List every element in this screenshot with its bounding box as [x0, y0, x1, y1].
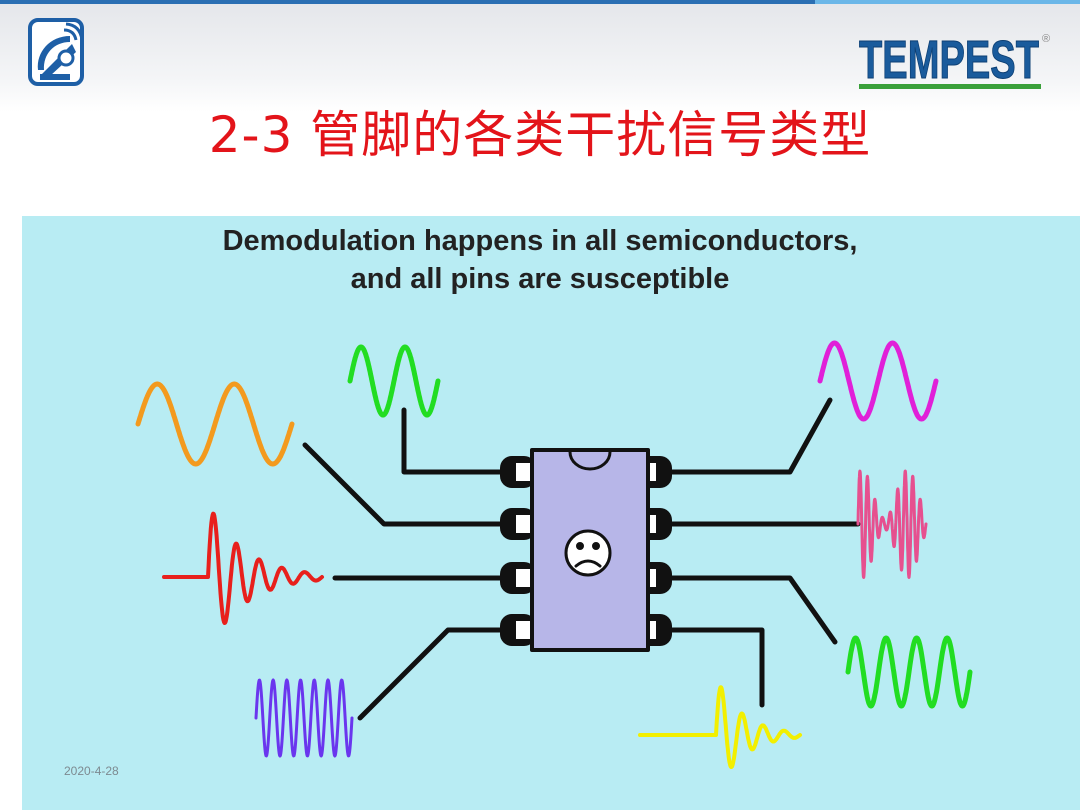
wave-purple-high-frequency [254, 678, 354, 758]
tempest-logo-underline [859, 84, 1041, 89]
lead-wires [302, 397, 861, 721]
wave-magenta-sine [817, 340, 939, 422]
chip-pin-left-3 [500, 562, 536, 594]
wire-right-pin-3 [655, 575, 838, 645]
wave-mixed-high-frequency [856, 469, 928, 579]
satellite-dish-logo-icon [28, 18, 84, 86]
wire-right-pin-4 [655, 627, 765, 708]
slide-title: 2-3 管脚的各类干扰信号类型 [208, 106, 872, 164]
tempest-logo: TEMPEST ® [859, 30, 1051, 91]
slide-date: 2020-4-28 [64, 764, 119, 778]
wave-yellow-pulse [638, 685, 802, 769]
diagram-caption: Demodulation happens in all semiconducto… [0, 222, 1080, 298]
chip-pin-left-2 [500, 508, 536, 540]
caption-line-2: and all pins are susceptible [350, 263, 730, 295]
ic-chip-notch [568, 450, 612, 471]
wire-left-pin-4 [357, 627, 515, 721]
sad-face-icon [564, 529, 612, 577]
wave-red-pulse [162, 511, 324, 625]
chip-pin-left-1 [500, 456, 536, 488]
tempest-logo-text: TEMPEST [859, 30, 1039, 90]
registered-mark: ® [1042, 33, 1050, 45]
top-accent-line [0, 0, 815, 4]
header-band [0, 0, 1080, 112]
wave-green-sine [347, 344, 441, 418]
wire-left-pin-1 [401, 407, 515, 475]
wave-orange-sine [135, 381, 295, 467]
top-accent-line-light [815, 0, 1080, 4]
caption-line-1: Demodulation happens in all semiconducto… [222, 225, 858, 257]
wire-right-pin-1 [655, 397, 833, 475]
wave-green-sine-right [845, 635, 973, 709]
chip-pin-left-4 [500, 614, 536, 646]
wire-left-pin-2 [302, 442, 515, 527]
